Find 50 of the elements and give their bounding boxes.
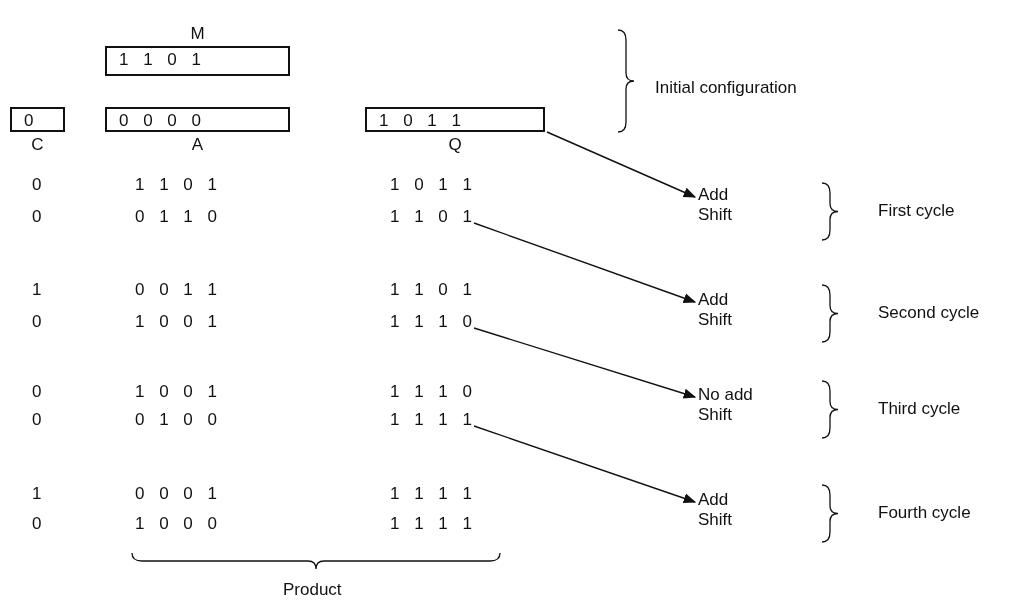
register-label: A: [190, 135, 205, 154]
table-value: 1 0 1 1: [390, 175, 472, 195]
configuration-label: Initial configuration: [655, 78, 797, 98]
table-value: 0: [32, 382, 42, 402]
table-value: 1: [32, 484, 42, 504]
table-value: 0 1 1 0: [135, 207, 217, 227]
table-value: 1 0 0 1: [135, 312, 217, 332]
table-value: 0 1 0 0: [135, 410, 217, 430]
cycle-label: Third cycle: [878, 399, 961, 419]
table-value: 1 1 1 0: [390, 312, 472, 332]
table-value: 1: [32, 280, 42, 300]
operation-label: Add: [698, 490, 730, 510]
arrow: [473, 425, 697, 504]
table-value: 1 1 1 0: [390, 382, 472, 402]
table-value: 0: [32, 410, 42, 430]
operation-label: Shift: [698, 510, 733, 530]
operation-label: No add: [698, 385, 753, 405]
table-value: 0: [32, 514, 42, 534]
register-box: 1 0 1 1: [365, 107, 545, 132]
table-value: 1 1 1 1: [390, 514, 472, 534]
product-label: Product: [283, 580, 342, 600]
register-box: 0: [10, 107, 65, 132]
register-label: Q: [447, 135, 463, 154]
cycle-label: Second cycle: [878, 303, 980, 323]
table-value: 1 1 0 1: [390, 207, 472, 227]
register-label: M: [189, 24, 206, 43]
table-value: 1 1 1 1: [390, 410, 472, 430]
table-value: 0 0 1 1: [135, 280, 217, 300]
cycle-label: First cycle: [878, 201, 955, 221]
operation-label: Shift: [698, 310, 733, 330]
cycle-label: Fourth cycle: [878, 503, 971, 523]
table-value: 1 0 0 1: [135, 382, 217, 402]
table-value: 1 1 0 1: [135, 175, 217, 195]
table-value: 1 0 0 0: [135, 514, 217, 534]
arrow: [473, 327, 697, 399]
register-box: 1 1 0 1: [105, 46, 290, 76]
table-value: 1 1 0 1: [390, 280, 472, 300]
operation-label: Add: [698, 290, 730, 310]
operation-label: Add: [698, 185, 730, 205]
table-value: 0: [32, 312, 42, 332]
table-value: 1 1 1 1: [390, 484, 472, 504]
operation-label: Shift: [698, 405, 734, 425]
table-value: 0: [32, 207, 42, 227]
arrow: [546, 131, 697, 198]
arrow: [473, 222, 697, 303]
register-label: C: [30, 135, 45, 154]
operation-label: Shift: [698, 205, 733, 225]
table-value: 0: [32, 175, 42, 195]
register-box: 0 0 0 0: [105, 107, 290, 132]
table-value: 0 0 0 1: [135, 484, 217, 504]
